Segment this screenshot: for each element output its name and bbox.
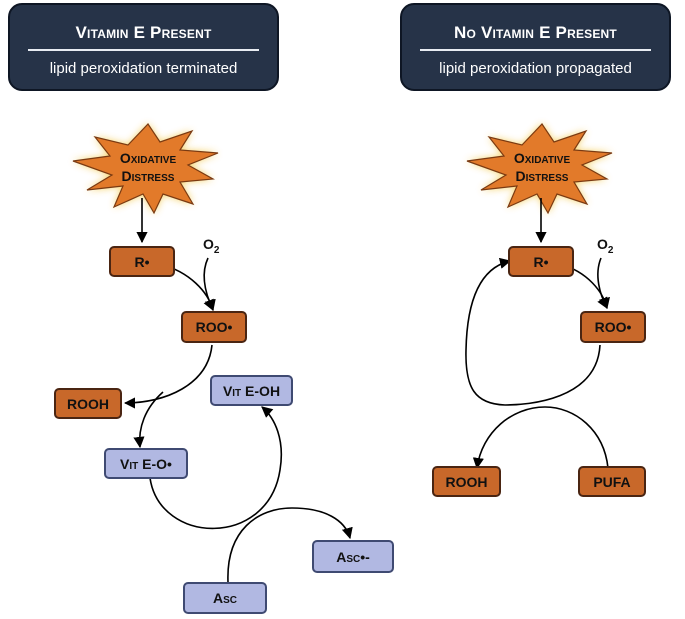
node-vit-e-oh: Vit E-OH [210,375,293,406]
burst-label-line1: Oxidative [513,150,571,166]
node-rooh: ROOH [54,388,122,419]
burst-label-left: Oxidative Distress [98,149,198,185]
o2-subscript: 2 [607,244,614,256]
header-title: No Vitamin E Present [454,23,617,42]
burst-label-line2: Distress [121,168,175,184]
burst-label-line1: Oxidative [119,150,177,166]
arrow-vito-cycle-to-vitoh [149,406,283,530]
node-r-radical: R• [508,246,574,277]
burst-label-right: Oxidative Distress [492,149,592,185]
o2-label-left: O2 [203,236,219,256]
arrow-roo-down [504,344,601,406]
node-pufa: PUFA [578,466,646,497]
header-divider [28,49,259,51]
arrow-vitoh-to-vito [133,391,164,449]
o2-label-right: O2 [597,236,613,256]
oxidative-distress-burst-right [466,123,613,215]
header-subtitle: lipid peroxidation terminated [49,60,238,77]
node-r-radical: R• [109,246,175,277]
arrow-o2-to-roo [597,257,608,309]
node-asc-radical: Asc•- [312,540,394,573]
node-roo-radical: ROO• [181,311,247,343]
arrow-roo-to-rooh [123,344,213,409]
burst-label-line2: Distress [515,168,569,184]
arrow-cycle-to-r [465,257,512,406]
node-vit-e-o-radical: Vit E-O• [104,448,188,479]
header-title: Vitamin E Present [75,23,212,42]
node-rooh: ROOH [432,466,501,497]
o2-text: O [597,236,608,252]
node-asc: Asc [183,582,267,614]
header-subtitle: lipid peroxidation propagated [439,60,632,77]
o2-subscript: 2 [213,244,220,256]
o2-text: O [203,236,214,252]
arrow-o2-to-roo [203,257,214,312]
header-no-vitamin-e: No Vitamin E Present lipid peroxidation … [400,3,671,91]
header-vitamin-e-present: Vitamin E Present lipid peroxidation ter… [8,3,279,91]
arrow-asc-to-asc-radical [227,507,353,583]
oxidative-distress-burst-left [72,123,219,215]
node-roo-radical: ROO• [580,311,646,343]
header-divider [420,49,651,51]
arrow-pufa-to-rooh [472,406,609,470]
